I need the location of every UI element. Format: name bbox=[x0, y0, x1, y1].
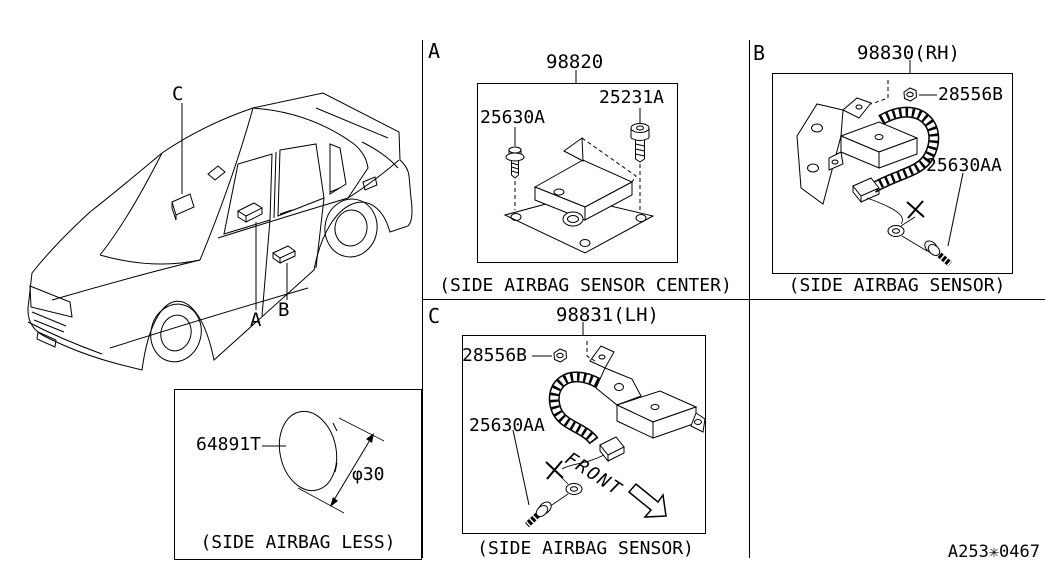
section-c-letter: C bbox=[428, 304, 441, 328]
section-c-caption: (SIDE AIRBAG SENSOR) bbox=[477, 538, 694, 559]
blank-plug-64891t bbox=[262, 410, 338, 492]
section-a-drawing bbox=[477, 70, 678, 263]
section-c-drawing bbox=[462, 322, 706, 534]
section-c-bolt-label: 25630AA bbox=[469, 415, 545, 436]
section-a-caption: (SIDE AIRBAG SENSOR CENTER) bbox=[439, 275, 732, 296]
bolt-25231a bbox=[630, 108, 650, 212]
section-less-frame bbox=[174, 389, 422, 560]
car-callout-a: A bbox=[250, 309, 262, 331]
screw-25630a bbox=[505, 127, 525, 210]
sensor-location-c-marker bbox=[171, 103, 195, 221]
sensor-location-a-marker bbox=[236, 202, 264, 310]
section-b: B 98830(RH) 28556B 25630AA (SIDE AIRBAG … bbox=[749, 40, 1045, 304]
side-airbag-sensor-lh bbox=[545, 345, 706, 510]
section-b-bolt-label: 25630AA bbox=[926, 155, 1002, 176]
section-less-caption: (SIDE AIRBAG LESS) bbox=[200, 532, 396, 553]
car-line-drawing bbox=[27, 92, 413, 371]
car-region bbox=[18, 70, 418, 375]
section-less: 64891T φ30 (SIDE AIRBAG LESS) bbox=[174, 389, 422, 560]
section-c: C 98831(LH) 28556B 25630AA FRONT (SIDE A… bbox=[422, 299, 749, 572]
sensor-location-b-marker bbox=[272, 245, 296, 300]
car-callout-c: C bbox=[172, 83, 184, 105]
bolt-25630aa-lh bbox=[512, 429, 552, 528]
section-c-nut-label: 28556B bbox=[462, 345, 528, 366]
airbag-sensor-center-unit bbox=[503, 137, 655, 254]
section-a-part-number: 98820 bbox=[546, 51, 604, 73]
section-a-bolt-label: 25231A bbox=[599, 87, 665, 108]
nut-28556b-rh bbox=[870, 80, 937, 105]
front-direction-arrow bbox=[627, 482, 667, 518]
section-b-frame bbox=[772, 73, 1013, 274]
section-a-letter: A bbox=[428, 39, 441, 63]
nut-28556b-lh bbox=[532, 341, 596, 363]
car-wheels bbox=[150, 198, 378, 363]
section-b-drawing bbox=[772, 60, 1013, 274]
section-b-letter: B bbox=[753, 41, 766, 65]
bolt-25630aa-rh bbox=[924, 172, 964, 267]
car-callout-b: B bbox=[278, 299, 290, 321]
divider-horizontal bbox=[422, 299, 1045, 300]
section-c-part-number: 98831(LH) bbox=[556, 304, 659, 326]
section-b-part-number: 98830(RH) bbox=[857, 42, 960, 64]
section-less-drawing bbox=[174, 389, 422, 560]
side-airbag-sensor-rh bbox=[796, 97, 940, 252]
section-c-frame bbox=[462, 335, 706, 534]
section-less-part-number: 64891T bbox=[196, 434, 262, 455]
diagram-code: A253✳0467 bbox=[947, 542, 1040, 562]
section-a-screw-label: 25630A bbox=[480, 107, 546, 128]
diameter-dimension bbox=[297, 417, 385, 514]
section-b-caption: (SIDE AIRBAG SENSOR) bbox=[788, 275, 1006, 296]
car-body bbox=[27, 92, 413, 371]
section-a-frame bbox=[477, 83, 678, 263]
section-a: A 98820 25630A 25231A (SIDE AIRBAG SENSO… bbox=[422, 40, 749, 304]
diameter-label: φ30 bbox=[352, 464, 385, 485]
section-b-nut-label: 28556B bbox=[938, 84, 1004, 105]
